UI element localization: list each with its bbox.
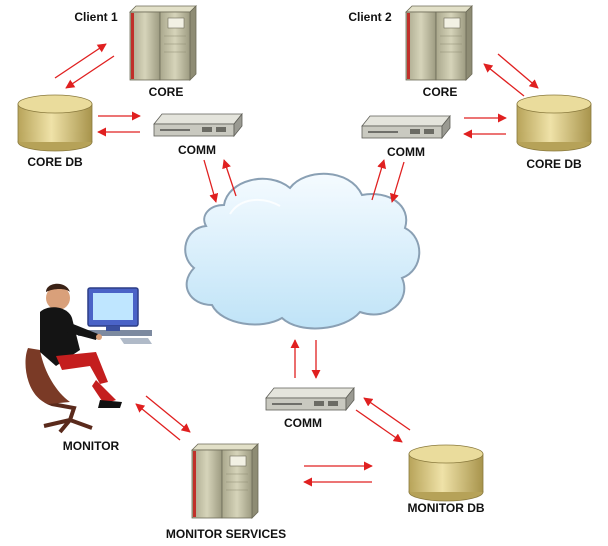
arrow-core1-to-coredb1	[65, 55, 115, 89]
coredb2-label: CORE DB	[526, 157, 582, 171]
person-at-computer-icon	[25, 283, 152, 434]
comm1-label: COMM	[178, 143, 216, 157]
arrow-monitor-to-services	[145, 395, 191, 433]
comm3-label: COMM	[284, 416, 322, 430]
client2-label: Client 2	[348, 10, 392, 24]
coredb1-label: CORE DB	[27, 155, 83, 169]
server-icon-core1	[129, 5, 197, 81]
server-icon-monitor-services	[191, 443, 259, 519]
monitor-label: MONITOR	[63, 439, 120, 453]
arrow-services-to-monitor	[135, 403, 181, 441]
arrow-cloud-to-comm1	[222, 159, 237, 197]
comm-icon-3	[265, 387, 355, 411]
database-icon-coredb2	[516, 94, 592, 152]
monitor-db-label: MONITOR DB	[407, 501, 484, 515]
network-cloud-icon	[184, 172, 421, 330]
arrow-comm3-to-monitordb	[355, 409, 403, 443]
core2-label: CORE	[423, 85, 458, 99]
arrow-comm2-to-cloud	[389, 161, 405, 203]
server-icon-core2	[405, 5, 473, 81]
connection-arrows	[54, 43, 539, 487]
arrow-cloud-to-comm2	[371, 159, 387, 201]
comm-icon-1	[153, 113, 243, 137]
database-icon-coredb1	[17, 94, 93, 152]
comm2-label: COMM	[387, 145, 425, 159]
arrow-coredb1-to-core1	[54, 43, 107, 79]
client1-label: Client 1	[74, 10, 118, 24]
database-icon-monitor-db	[408, 444, 484, 502]
arrow-monitordb-to-comm3	[363, 397, 411, 431]
arrow-coredb2-to-core2	[483, 63, 525, 97]
comm-icon-2	[361, 115, 451, 139]
monitor-services-label: MONITOR SERVICES	[166, 527, 286, 541]
arrow-comm1-to-cloud	[203, 159, 219, 203]
arrow-core2-to-coredb2	[497, 53, 539, 89]
core1-label: CORE	[149, 85, 184, 99]
